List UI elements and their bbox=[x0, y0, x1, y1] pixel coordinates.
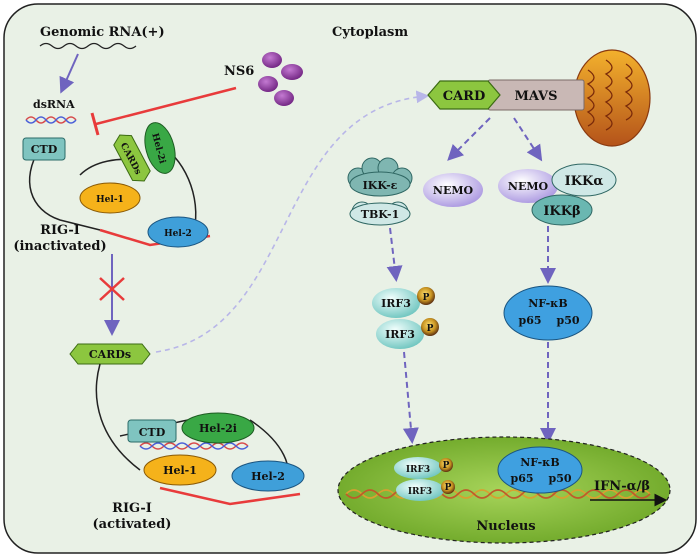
nuclear-irf3 bbox=[396, 479, 444, 501]
genomic-rna-strand-icon bbox=[39, 42, 137, 50]
ctd-domain-activated bbox=[127, 419, 177, 443]
ikk-beta-protein bbox=[531, 194, 593, 226]
nuclear-p50-label: p50 bbox=[549, 472, 572, 485]
nuclear-irf3 bbox=[394, 457, 442, 479]
nuclear-irf3-label-bottom: IRF3 bbox=[408, 487, 432, 497]
dsrna-helix-icon bbox=[25, 116, 77, 124]
nuclear-phosphate-label: P bbox=[443, 461, 450, 471]
mavs-to-ikk-arrow bbox=[513, 117, 543, 162]
nemo-right bbox=[498, 169, 558, 203]
hel2i-domain-activated bbox=[181, 412, 255, 444]
nemo-left-label: NEMO bbox=[433, 184, 474, 197]
ikk-alpha-protein bbox=[551, 163, 617, 197]
nemo-right-label: NEMO bbox=[508, 180, 549, 193]
nuclear-nfkb-label: NF-κB bbox=[520, 456, 559, 469]
cards-domain-activated bbox=[69, 343, 151, 365]
rig-i-active-red-loop bbox=[159, 486, 301, 506]
rig-i-inactive-sublabel: (inactivated) bbox=[13, 239, 106, 254]
phosphate-icon bbox=[417, 287, 435, 305]
mitochondrion-icon bbox=[573, 49, 651, 147]
ns6-label: NS6 bbox=[224, 64, 254, 79]
nuclear-p65-label: p65 bbox=[511, 472, 534, 485]
ns6-particle bbox=[274, 90, 294, 106]
ns6-particle bbox=[281, 64, 303, 80]
rig-i-active-linker bbox=[95, 363, 141, 471]
nuclear-nfkb bbox=[497, 446, 583, 494]
hel1-domain bbox=[79, 182, 141, 214]
hel2-domain-activated bbox=[231, 460, 305, 492]
irf3-label-bottom: IRF3 bbox=[385, 328, 415, 341]
irf3-to-nucleus-arrow bbox=[402, 351, 419, 444]
ifn-label: IFN-α/β bbox=[594, 479, 650, 494]
ns6-particle bbox=[258, 76, 278, 92]
nucleus-label: Nucleus bbox=[476, 519, 535, 534]
nuclear-phosphate-label: P bbox=[445, 483, 452, 493]
rig-i-inactive-label: RIG-I bbox=[40, 223, 80, 238]
nemo-left bbox=[423, 173, 483, 207]
ikk-alpha-label: IKKα bbox=[565, 174, 604, 189]
irf3-protein bbox=[376, 319, 424, 349]
dsrna-helix-icon bbox=[139, 442, 249, 450]
ikk-epsilon-label: IKK-ε bbox=[363, 179, 398, 192]
hel2-domain bbox=[147, 216, 209, 248]
tbk1-to-irf3-arrow bbox=[386, 227, 403, 282]
nfkb-complex bbox=[503, 285, 593, 341]
hel2i-activated-label: Hel-2i bbox=[199, 422, 237, 435]
mavs-label: MAVS bbox=[514, 89, 557, 104]
nfkb-label: NF-κB bbox=[528, 297, 567, 310]
tbk1-protein bbox=[349, 201, 411, 226]
dna-strand-icon bbox=[345, 489, 651, 499]
hel2-activated-label: Hel-2 bbox=[251, 470, 285, 483]
ikk-epsilon-complex bbox=[347, 157, 413, 197]
hel1-domain-activated bbox=[143, 454, 217, 486]
ikk-beta-label: IKKβ bbox=[543, 204, 580, 219]
cards-to-mavs-dashed-arrow bbox=[155, 90, 430, 353]
mavs-card-label: CARD bbox=[443, 89, 486, 104]
inhibition-cross-icon bbox=[99, 277, 125, 301]
dsrna-label: dsRNA bbox=[33, 98, 75, 111]
ctd-label: CTD bbox=[31, 143, 58, 156]
hel2i-domain: Hel-2i bbox=[144, 122, 176, 174]
irf3-label-top: IRF3 bbox=[381, 297, 411, 310]
rna-to-dsrna-arrow bbox=[59, 53, 79, 94]
tbk1-label: TBK-1 bbox=[361, 208, 399, 221]
hel1-activated-label: Hel-1 bbox=[163, 464, 197, 477]
rig-i-active-label: RIG-I bbox=[112, 501, 152, 516]
phosphate-icon bbox=[441, 480, 455, 494]
ns6-particle bbox=[262, 52, 282, 68]
phosphate-label: P bbox=[427, 324, 434, 334]
mavs-card-domain bbox=[427, 80, 501, 110]
ctd-activated-label: CTD bbox=[139, 426, 166, 439]
cards-activated-label: CARDs bbox=[89, 348, 131, 361]
nuclear-irf3-label-top: IRF3 bbox=[406, 465, 430, 475]
p65-label: p65 bbox=[519, 314, 542, 327]
hel2-label: Hel-2 bbox=[164, 229, 192, 239]
ctd-domain bbox=[22, 137, 66, 161]
rig-i-active-sublabel: (activated) bbox=[93, 517, 172, 532]
ns6-inhibition-line bbox=[95, 86, 237, 126]
genomic-rna-label: Genomic RNA(+) bbox=[40, 25, 165, 40]
phosphate-icon bbox=[439, 458, 453, 472]
cell-boundary bbox=[3, 3, 697, 554]
cytoplasm-label: Cytoplasm bbox=[332, 25, 408, 40]
hel1-label: Hel-1 bbox=[96, 195, 124, 205]
p50-label: p50 bbox=[557, 314, 580, 327]
irf3-protein bbox=[372, 288, 420, 318]
phosphate-icon bbox=[421, 318, 439, 336]
inhibition-bar bbox=[90, 112, 100, 136]
phosphate-label: P bbox=[423, 293, 430, 303]
